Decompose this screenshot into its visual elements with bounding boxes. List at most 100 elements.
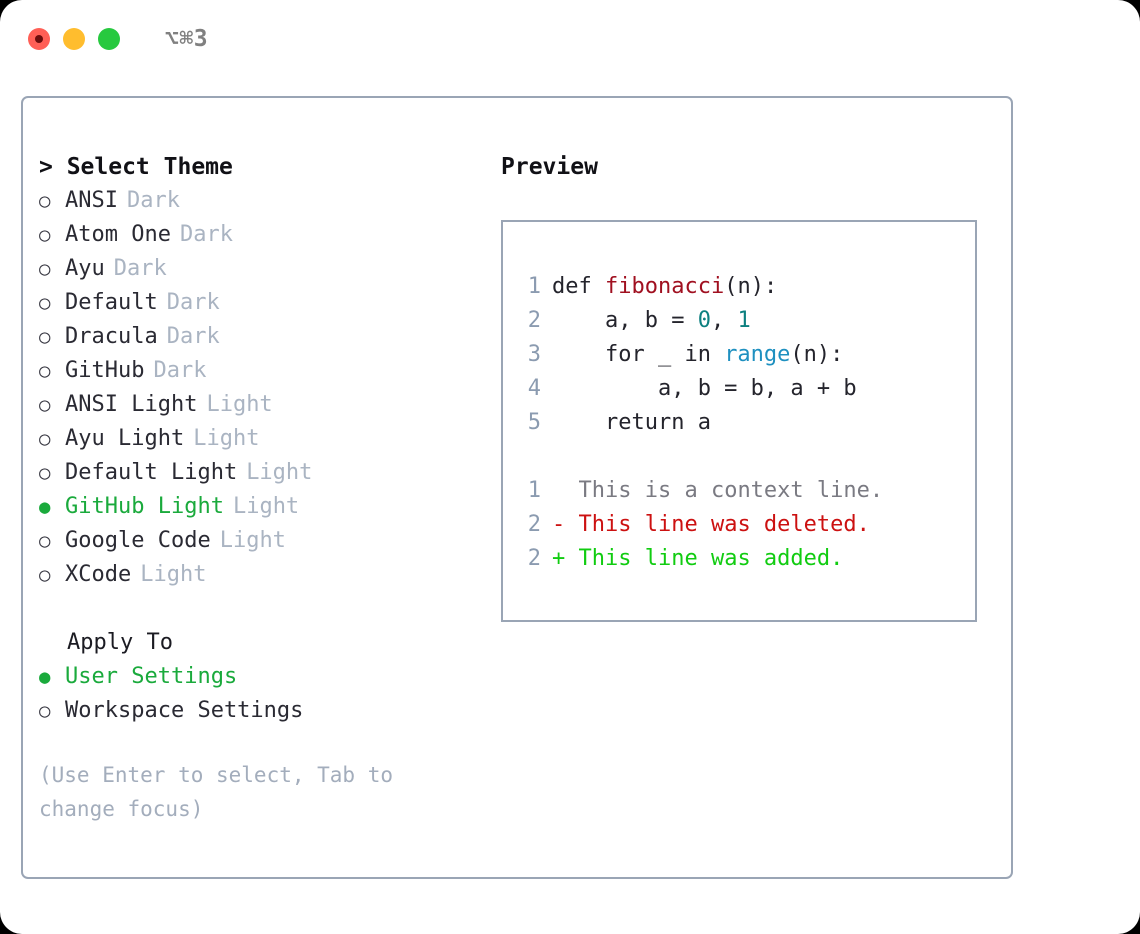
code-token-num: 1 — [737, 308, 751, 333]
radio-unselected-icon: ○ — [39, 564, 51, 586]
code-line: 2 a, b = 0, 1 — [511, 304, 883, 338]
radio-unselected-icon: ○ — [39, 326, 51, 348]
diff-text: This line was added. — [578, 546, 844, 571]
theme-variant-label: Light — [140, 562, 207, 587]
theme-variant-label: Dark — [166, 324, 220, 349]
code-token-plain: def — [552, 274, 605, 299]
theme-option-dracula[interactable]: ○ Dracula Dark — [39, 320, 479, 354]
line-number: 2 — [527, 308, 541, 333]
line-number: 5 — [527, 410, 541, 435]
theme-name: GitHub Light — [65, 494, 224, 519]
theme-option-google-code[interactable]: ○ Google Code Light — [39, 524, 479, 558]
theme-variant-label: Dark — [126, 188, 180, 213]
radio-unselected-icon: ○ — [39, 462, 51, 484]
code-token-plain: a, b = — [552, 308, 698, 333]
code-blank-line — [511, 440, 883, 474]
diff-line-del: 2- This line was deleted. — [511, 508, 883, 542]
diff-marker: - — [552, 512, 579, 537]
code-token-plain: (n): — [790, 342, 844, 367]
title-bar: ⌥⌘3 — [0, 0, 1140, 78]
theme-name: Ayu — [65, 256, 105, 281]
theme-variant-label: Light — [206, 392, 273, 417]
theme-name: Ayu Light — [65, 426, 185, 451]
code-line: 5 return a — [511, 406, 883, 440]
theme-name: Dracula — [65, 324, 158, 349]
radio-unselected-icon: ○ — [39, 700, 51, 722]
line-number: 3 — [527, 342, 541, 367]
radio-unselected-icon: ○ — [39, 394, 51, 416]
theme-name: XCode — [65, 562, 132, 587]
radio-unselected-icon: ○ — [39, 190, 51, 212]
line-number: 2 — [527, 512, 541, 537]
theme-variant-label: Light — [232, 494, 300, 519]
theme-option-ayu-light[interactable]: ○ Ayu Light Light — [39, 422, 479, 456]
theme-option-xcode[interactable]: ○ XCode Light — [39, 558, 479, 592]
theme-option-github-light[interactable]: ● GitHub Light Light — [39, 490, 479, 524]
theme-option-default-light[interactable]: ○ Default Light Light — [39, 456, 479, 490]
theme-name: ANSI Light — [65, 392, 198, 417]
radio-selected-icon: ● — [39, 666, 51, 688]
close-button-icon[interactable] — [28, 28, 50, 50]
radio-unselected-icon: ○ — [39, 428, 51, 450]
theme-name: Google Code — [65, 528, 211, 553]
traffic-lights — [28, 28, 120, 50]
radio-unselected-icon: ○ — [39, 360, 51, 382]
radio-selected-icon: ● — [39, 496, 51, 518]
theme-name: ANSI — [65, 188, 118, 213]
code-token-plain: , — [710, 308, 738, 333]
radio-unselected-icon: ○ — [39, 224, 51, 246]
code-token-plain: return a — [552, 410, 711, 435]
line-number: 2 — [527, 546, 541, 571]
radio-unselected-icon: ○ — [39, 530, 51, 552]
theme-option-ansi-light[interactable]: ○ ANSI Light Light — [39, 388, 479, 422]
line-number: 4 — [527, 376, 541, 401]
maximize-button-icon[interactable] — [98, 28, 120, 50]
apply-to-option-workspace-settings[interactable]: ○ Workspace Settings — [39, 694, 479, 728]
theme-name: Default — [65, 290, 158, 315]
theme-name: Default Light — [65, 460, 238, 485]
apply-to-heading: Apply To — [67, 630, 173, 655]
theme-name: Atom One — [65, 222, 171, 247]
diff-text: This is a context line. — [578, 478, 884, 503]
minimize-button-icon[interactable] — [63, 28, 85, 50]
keyboard-hint-text: (Use Enter to select, Tab to change focu… — [39, 763, 406, 821]
diff-marker — [552, 474, 579, 508]
line-number: 1 — [527, 274, 541, 299]
theme-variant-label: Light — [193, 426, 260, 451]
theme-variant-label: Light — [246, 460, 313, 485]
apply-to-list[interactable]: ● User Settings ○ Workspace Settings — [39, 660, 479, 728]
apply-to-label: Workspace Settings — [65, 698, 304, 723]
keyboard-shortcut-label: ⌥⌘3 — [165, 26, 209, 52]
diff-text: This line was deleted. — [578, 512, 870, 537]
apply-to-label: User Settings — [65, 664, 238, 689]
theme-option-ansi[interactable]: ○ ANSI Dark — [39, 184, 479, 218]
theme-variant-label: Light — [219, 528, 286, 553]
line-number: 1 — [527, 478, 541, 503]
theme-variant-label: Dark — [113, 256, 167, 281]
code-token-call: range — [724, 342, 791, 367]
theme-variant-label: Dark — [166, 290, 220, 315]
code-line: 4 a, b = b, a + b — [511, 372, 883, 406]
code-token-plain: for _ in — [552, 342, 725, 367]
code-token-func: fibonacci — [604, 274, 725, 299]
code-line: 3 for _ in range(n): — [511, 338, 883, 372]
diff-marker: + — [552, 546, 579, 571]
spacer — [39, 592, 479, 626]
code-token-plain: a, b = b, a + b — [552, 376, 857, 401]
theme-variant-label: Dark — [153, 358, 207, 383]
diff-line-add: 2 + This line was added. — [511, 542, 883, 576]
apply-to-option-user-settings[interactable]: ● User Settings — [39, 660, 479, 694]
preview-heading: Preview — [501, 154, 598, 180]
